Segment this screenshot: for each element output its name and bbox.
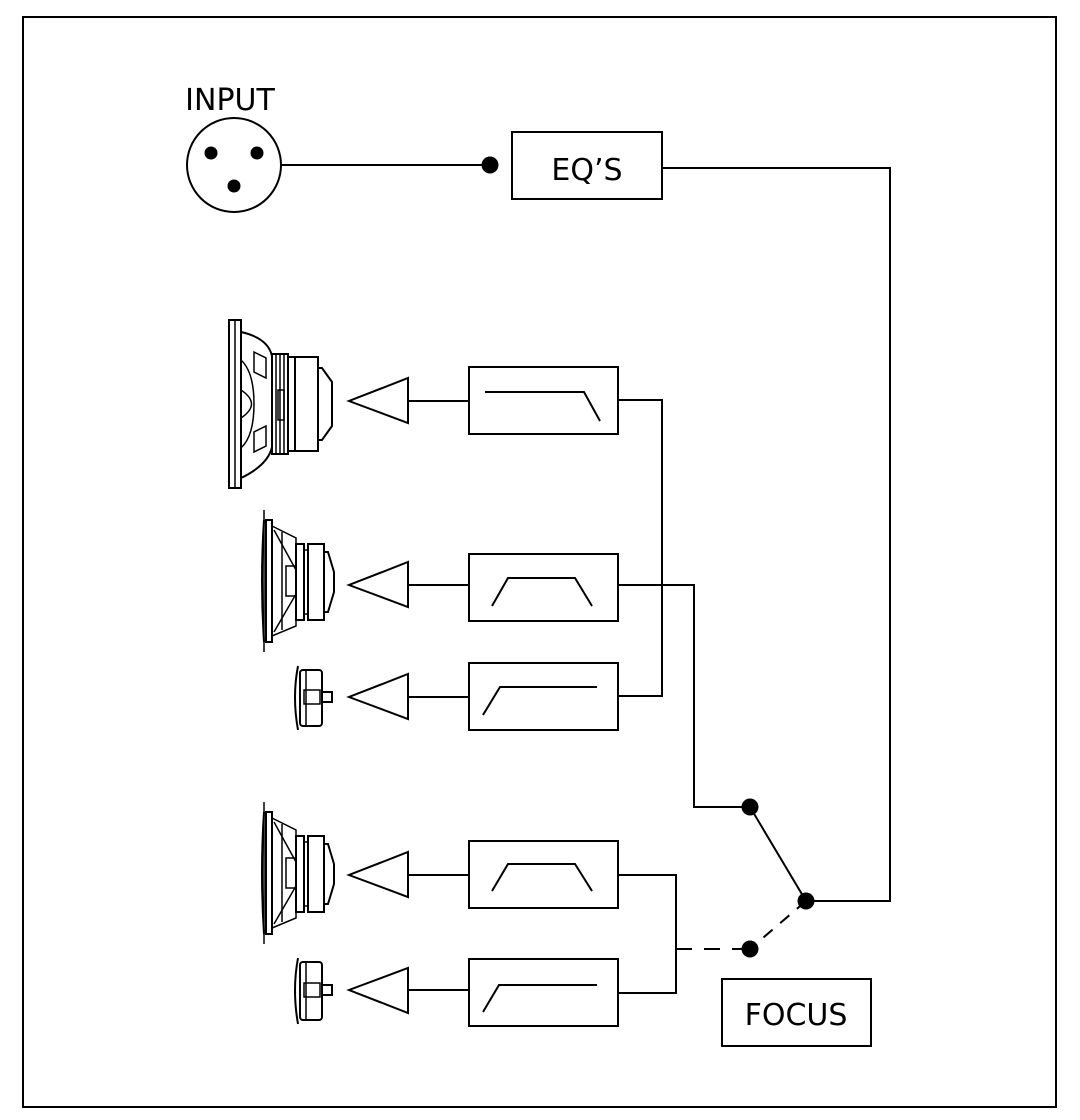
eq-output-wire xyxy=(662,167,891,902)
midrange-speaker-icon xyxy=(261,510,335,652)
eq-block xyxy=(511,131,663,200)
focus-switch xyxy=(741,798,815,958)
highpass-curve-icon xyxy=(482,984,597,1013)
filter-highpass-1 xyxy=(468,662,619,731)
filter-bandpass-2 xyxy=(468,840,619,909)
lowpass-curve-icon xyxy=(485,391,601,422)
amplifier-4-icon xyxy=(346,850,409,899)
amplifier-1-icon xyxy=(346,376,409,425)
eq-label: EQ’S xyxy=(551,153,622,188)
bandpass-curve-icon xyxy=(491,577,593,607)
tweeter-speaker-icon xyxy=(294,957,333,1025)
filter-highpass-2 xyxy=(468,958,619,1027)
eq-input-node xyxy=(481,156,499,174)
focus-label: FOCUS xyxy=(745,998,848,1033)
lower-bank-feed-wire xyxy=(618,874,677,994)
tweeter-speaker-icon xyxy=(294,665,333,731)
amplifier-2-icon xyxy=(346,560,409,609)
diagram-frame xyxy=(22,16,1057,1108)
focus-block xyxy=(721,978,872,1047)
input-label: INPUT xyxy=(185,83,275,118)
woofer-speaker-icon xyxy=(228,319,333,489)
xlr-input-connector-icon xyxy=(186,117,282,213)
amplifier-5-icon xyxy=(346,966,409,1015)
bandpass-curve-icon xyxy=(491,863,593,892)
upper-bank-feed-wire xyxy=(618,399,663,697)
filter-bandpass-1 xyxy=(468,553,619,622)
highpass-curve-icon xyxy=(482,686,597,716)
amplifier-3-icon xyxy=(346,672,409,721)
filter-lowpass-1 xyxy=(468,366,619,435)
upper-bank-switch-wire xyxy=(618,584,750,808)
midrange-speaker-icon xyxy=(261,802,335,944)
